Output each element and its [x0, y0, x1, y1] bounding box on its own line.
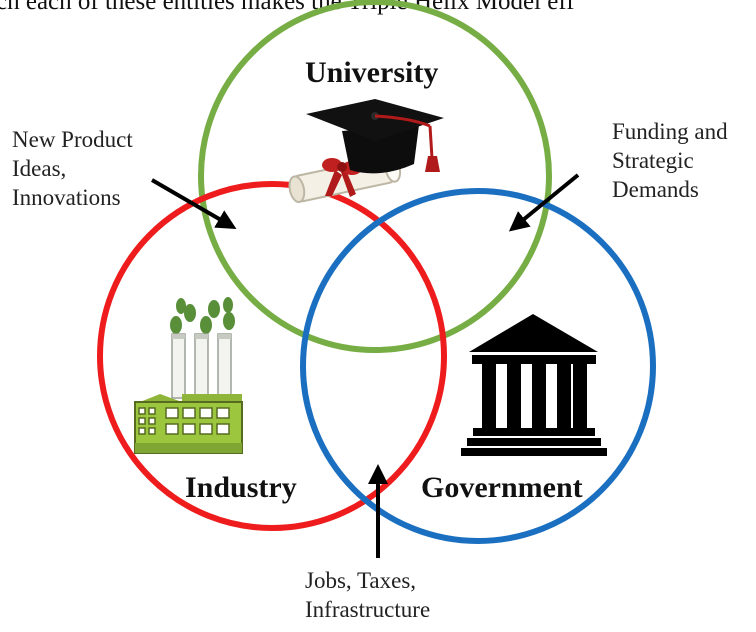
green-factory-icon [134, 297, 243, 454]
government-circle [300, 188, 656, 544]
jobs-annotation: Jobs, Taxes, Infrastructure [305, 568, 431, 622]
funding-annotation: Funding and Strategic Demands [612, 119, 728, 202]
industry-label: Industry [185, 471, 297, 504]
arrow-funding [508, 173, 580, 232]
university-label: University [305, 56, 439, 89]
government-building-icon [461, 314, 607, 456]
arrow-new-product [150, 178, 237, 230]
government-label: Government [421, 471, 583, 504]
university-circle [198, 0, 552, 353]
industry-circle [97, 181, 447, 531]
new-product-annotation: New Product Ideas, Innovations [12, 127, 133, 210]
graduation-cap-diploma-icon [288, 99, 444, 204]
